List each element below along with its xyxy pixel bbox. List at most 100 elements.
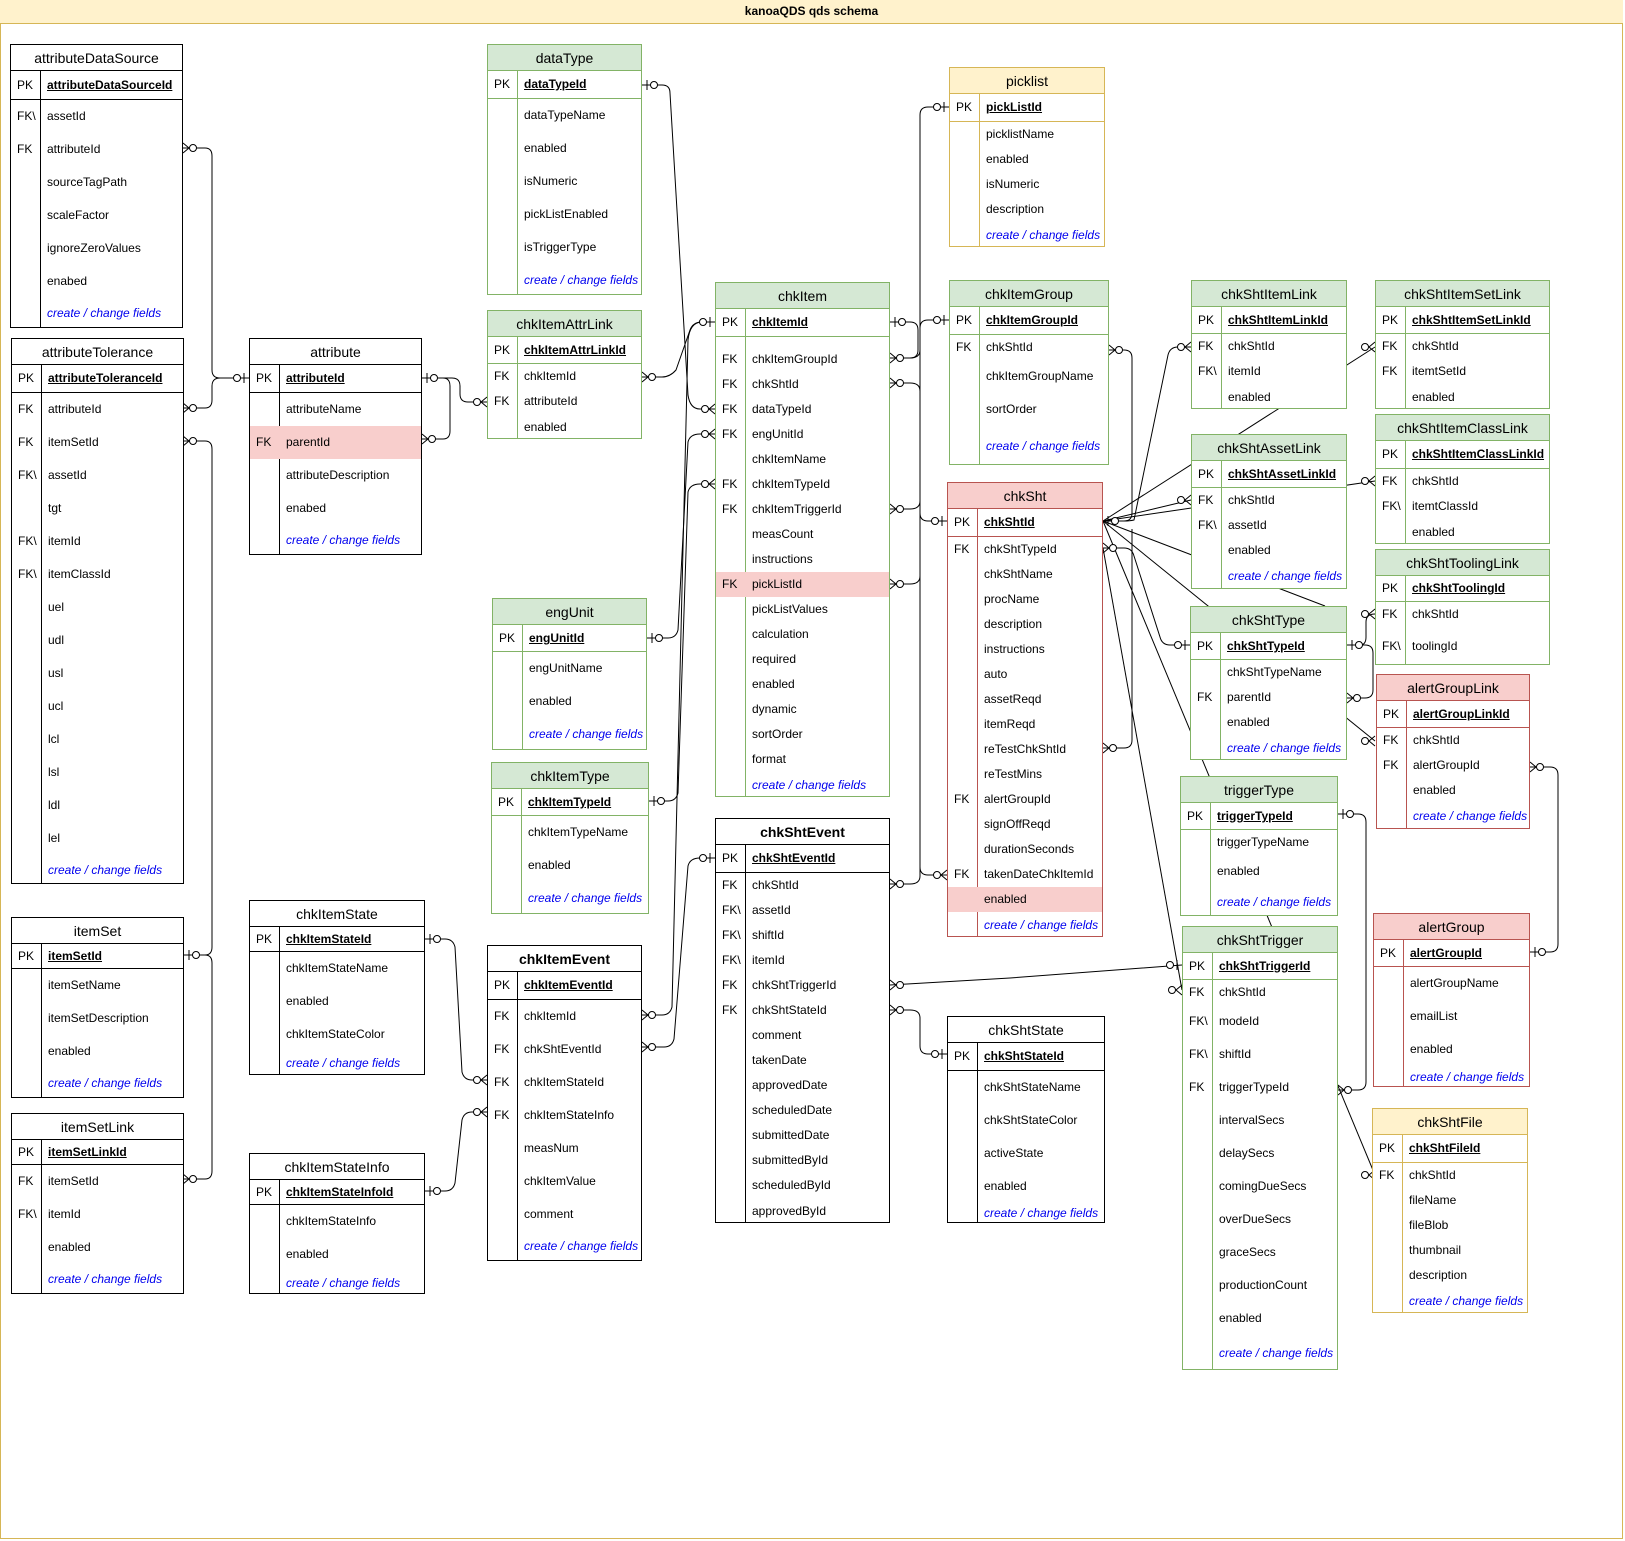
key-type: PK (494, 978, 511, 992)
field-name: picklistName (986, 127, 1055, 141)
field-name: procName (984, 592, 1040, 606)
field-name: triggerTypeId (1217, 809, 1293, 823)
field-name: chkShtId (1412, 474, 1459, 488)
create-change-fields-link[interactable]: create / change fields (250, 1051, 424, 1076)
key-type: FK (954, 867, 970, 881)
field-row: emailList (1374, 1000, 1529, 1033)
create-change-fields-link[interactable]: create / change fields (1191, 735, 1346, 761)
field-row: FK\assetId (716, 898, 889, 923)
field-name: fileBlob (1409, 1218, 1449, 1232)
key-type: FK (722, 878, 738, 892)
field-row: comment (716, 1023, 889, 1048)
create-change-fields-link[interactable]: create / change fields (716, 772, 889, 798)
field-row: activeState (948, 1137, 1104, 1170)
field-name: enabled (1412, 525, 1455, 539)
field-row: sourceTagPath (11, 166, 182, 199)
field-name: chkItemStateId (286, 932, 372, 946)
field-row: enabled (250, 1238, 424, 1271)
field-name: enabled (752, 677, 795, 691)
create-change-fields-link[interactable]: create / change fields (492, 882, 648, 915)
field-row: lsl (12, 756, 183, 789)
create-change-fields-link[interactable]: create / change fields (1374, 1066, 1529, 1088)
field-name: chkShtId (1409, 1168, 1456, 1182)
field-row: chkShtStateName (948, 1071, 1104, 1104)
field-name: chkItemStateColor (286, 1027, 385, 1041)
field-name: scheduledById (752, 1178, 831, 1192)
create-change-fields-link[interactable]: create / change fields (12, 855, 183, 885)
field-row: scaleFactor (11, 199, 182, 232)
field-name: enabled (286, 1247, 329, 1261)
create-change-fields-link[interactable]: create / change fields (1181, 888, 1337, 917)
table-title: chkShtState (948, 1017, 1104, 1043)
field-name: attributeId (48, 402, 102, 416)
create-change-fields-link[interactable]: create / change fields (493, 718, 646, 751)
field-row: description (1373, 1263, 1527, 1288)
field-row: chkShtStateColor (948, 1104, 1104, 1137)
field-row: signOffReqd (948, 812, 1102, 837)
create-change-fields-link[interactable]: create / change fields (12, 1264, 183, 1295)
field-row: procName (948, 587, 1102, 612)
field-name: pickListEnabled (524, 207, 609, 221)
table-title: chkItemEvent (488, 946, 641, 972)
field-row: FK\shiftId (716, 923, 889, 948)
create-change-fields-link[interactable]: create / change fields (948, 1203, 1104, 1224)
key-type: FK (954, 792, 970, 806)
field-name: ucl (48, 699, 64, 713)
field-name: chkShtId (1412, 339, 1459, 353)
field-name: enabled (48, 1240, 91, 1254)
create-change-fields-link[interactable]: create / change fields (950, 426, 1108, 466)
field-name: submittedById (752, 1153, 829, 1167)
create-change-fields-link[interactable]: create / change fields (488, 264, 641, 296)
key-type: PK (18, 1145, 35, 1159)
field-name: chkShtTypeName (1227, 665, 1322, 679)
primary-key-row: PK itemSetLinkId (12, 1140, 183, 1165)
table-title: itemSet (12, 918, 183, 944)
field-name: enabed (47, 274, 88, 288)
create-change-fields-link[interactable]: create / change fields (250, 1271, 424, 1295)
create-change-fields-link[interactable]: create / change fields (250, 525, 421, 556)
field-name: takenDateChkItemId (984, 867, 1094, 881)
create-change-fields-link[interactable]: create / change fields (1373, 1288, 1527, 1314)
field-row: sortOrder (950, 393, 1108, 426)
key-type: PK (17, 78, 34, 92)
field-row: attributeName (250, 393, 421, 426)
field-name: assetId (752, 903, 791, 917)
field-name: engUnitName (529, 661, 603, 675)
create-change-fields-link[interactable]: create / change fields (1183, 1335, 1337, 1371)
field-name: comment (752, 1028, 802, 1042)
create-change-fields-link[interactable]: create / change fields (1192, 563, 1346, 590)
create-change-fields-link[interactable]: create / change fields (1377, 803, 1529, 830)
key-type: PK (956, 313, 973, 327)
key-column-divider (745, 309, 746, 796)
create-change-fields-link[interactable]: create / change fields (12, 1068, 183, 1099)
field-name: enabled (524, 420, 567, 434)
create-change-fields-link[interactable]: create / change fields (950, 222, 1104, 248)
create-change-fields-link[interactable]: create / change fields (488, 1231, 641, 1262)
field-name: toolingId (1412, 639, 1458, 653)
field-name: chkItemStateInfo (524, 1108, 615, 1122)
key-type: FK\ (1189, 1047, 1208, 1061)
key-column-divider (521, 789, 522, 913)
field-row: comment (488, 1198, 641, 1231)
table-title: alertGroupLink (1377, 675, 1529, 701)
field-name: itemId (48, 1207, 81, 1221)
field-name: create / change fields (986, 439, 1101, 453)
field-row: chkShtTypeName (1191, 660, 1346, 685)
key-type: FK\ (18, 1207, 37, 1221)
field-name: fileName (1409, 1193, 1457, 1207)
field-row: sortOrder (716, 722, 889, 747)
create-change-fields-link[interactable]: create / change fields (948, 912, 1102, 938)
field-name: itemSetLinkId (48, 1145, 127, 1159)
create-change-fields-link[interactable]: create / change fields (11, 298, 182, 329)
